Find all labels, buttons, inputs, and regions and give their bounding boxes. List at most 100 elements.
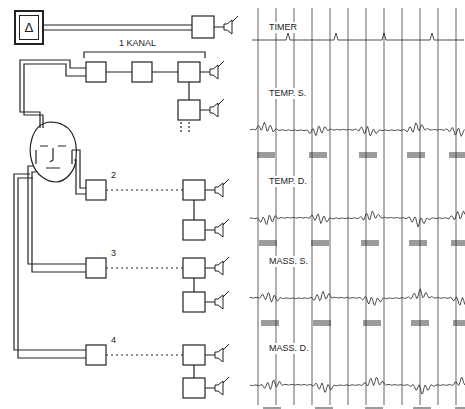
spike-tick: [372, 240, 373, 246]
channel-wire: [106, 72, 189, 100]
pen-symbol: [205, 377, 229, 395]
spike-tick: [262, 152, 263, 158]
spike-tick: [272, 240, 273, 246]
time-line: [456, 8, 457, 405]
spike-tick: [422, 152, 423, 158]
spike-tick: [266, 240, 267, 246]
dotted-wire: [106, 190, 183, 355]
generator-box: Δ: [14, 10, 44, 45]
spike-tick: [418, 407, 419, 409]
spike-tick: [460, 320, 461, 326]
spike-tick: [370, 320, 371, 326]
spike-tick: [274, 152, 275, 158]
amplifier-box: [86, 62, 106, 82]
spike-tick: [370, 152, 371, 158]
time-line: [438, 8, 439, 405]
time-line: [402, 8, 403, 405]
amplifier-box: [86, 258, 106, 278]
spike-tick: [376, 407, 377, 409]
spike-tick: [424, 240, 425, 246]
spike-tick: [326, 240, 327, 246]
spike-tick: [426, 320, 427, 326]
spike-tick: [270, 320, 271, 326]
spike-tick: [276, 407, 277, 409]
spike-tick: [382, 407, 383, 409]
spike-tick: [374, 407, 375, 409]
spike-tick: [268, 320, 269, 326]
spike-tick: [464, 320, 465, 326]
spike-tick: [416, 240, 417, 246]
spike-tick: [460, 240, 461, 246]
emg-trace: [250, 289, 465, 306]
spike-tick: [368, 152, 369, 158]
spike-tick: [320, 320, 321, 326]
spike-tick: [258, 152, 259, 158]
spike-tick: [374, 320, 375, 326]
counter-box: [183, 378, 205, 398]
emg-trace: [250, 122, 465, 136]
spike-tick: [420, 240, 421, 246]
spike-tick: [410, 152, 411, 158]
trace-name: TEMP. D.: [268, 176, 308, 187]
symbol-text: Δ: [25, 20, 34, 35]
spike-tick: [330, 320, 331, 326]
spike-tick: [454, 152, 455, 158]
electrode-wire: [14, 174, 86, 358]
spike-tick: [326, 152, 327, 158]
spike-tick: [458, 152, 459, 158]
spike-tick: [454, 240, 455, 246]
spike-tick: [272, 407, 273, 409]
spike-tick: [262, 240, 263, 246]
spike-tick: [268, 240, 269, 246]
recorder-box: [183, 180, 205, 200]
face-features: [36, 146, 72, 168]
spike-tick: [278, 320, 279, 326]
recorder-box: [178, 62, 200, 82]
electrode-wire: [28, 166, 86, 272]
spike-tick: [368, 407, 369, 409]
spike-tick: [322, 152, 323, 158]
spike-tick: [322, 407, 323, 409]
spike-tick: [412, 152, 413, 158]
spike-tick: [318, 240, 319, 246]
bracket: [84, 52, 205, 58]
spike-tick: [416, 320, 417, 326]
spike-tick: [458, 240, 459, 246]
pen-symbol: [205, 344, 229, 362]
spike-tick: [316, 240, 317, 246]
time-line: [258, 8, 259, 405]
spike-tick: [318, 152, 319, 158]
emg-trace: [250, 378, 465, 394]
spike-tick: [416, 152, 417, 158]
spike-tick: [378, 320, 379, 326]
pen-symbol: [205, 291, 229, 309]
spike-tick: [464, 407, 465, 409]
spike-tick: [366, 240, 367, 246]
spike-tick: [266, 152, 267, 158]
spike-tick: [262, 320, 263, 326]
spike-tick: [314, 240, 315, 246]
spike-tick: [260, 152, 261, 158]
spike-tick: [368, 320, 369, 326]
spike-tick: [324, 152, 325, 158]
spike-tick: [272, 152, 273, 158]
spike-tick: [378, 407, 379, 409]
spike-tick: [426, 240, 427, 246]
trace-name: MASS. S.: [268, 256, 309, 267]
pen-symbol: [200, 99, 224, 117]
spike-tick: [450, 152, 451, 158]
spike-tick: [316, 407, 317, 409]
spike-tick: [268, 407, 269, 409]
spike-tick: [372, 407, 373, 409]
recorder-box: [183, 345, 205, 365]
spike-tick: [266, 320, 267, 326]
spike-tick: [458, 320, 459, 326]
spike-tick: [270, 407, 271, 409]
spike-tick: [318, 407, 319, 409]
spike-tick: [374, 240, 375, 246]
spike-tick: [268, 152, 269, 158]
spike-tick: [270, 152, 271, 158]
spike-tick: [380, 320, 381, 326]
spike-tick: [310, 152, 311, 158]
